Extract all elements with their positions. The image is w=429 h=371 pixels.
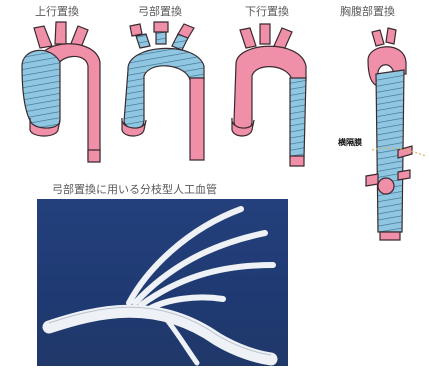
ascending-replacement-diagram <box>22 22 100 162</box>
arch-replacement-diagram <box>122 22 204 160</box>
descending-replacement-diagram <box>232 24 306 166</box>
thoracoabdominal-replacement-diagram <box>366 28 412 240</box>
branched-graft-image <box>37 199 288 366</box>
branched-graft-photo <box>37 199 288 366</box>
